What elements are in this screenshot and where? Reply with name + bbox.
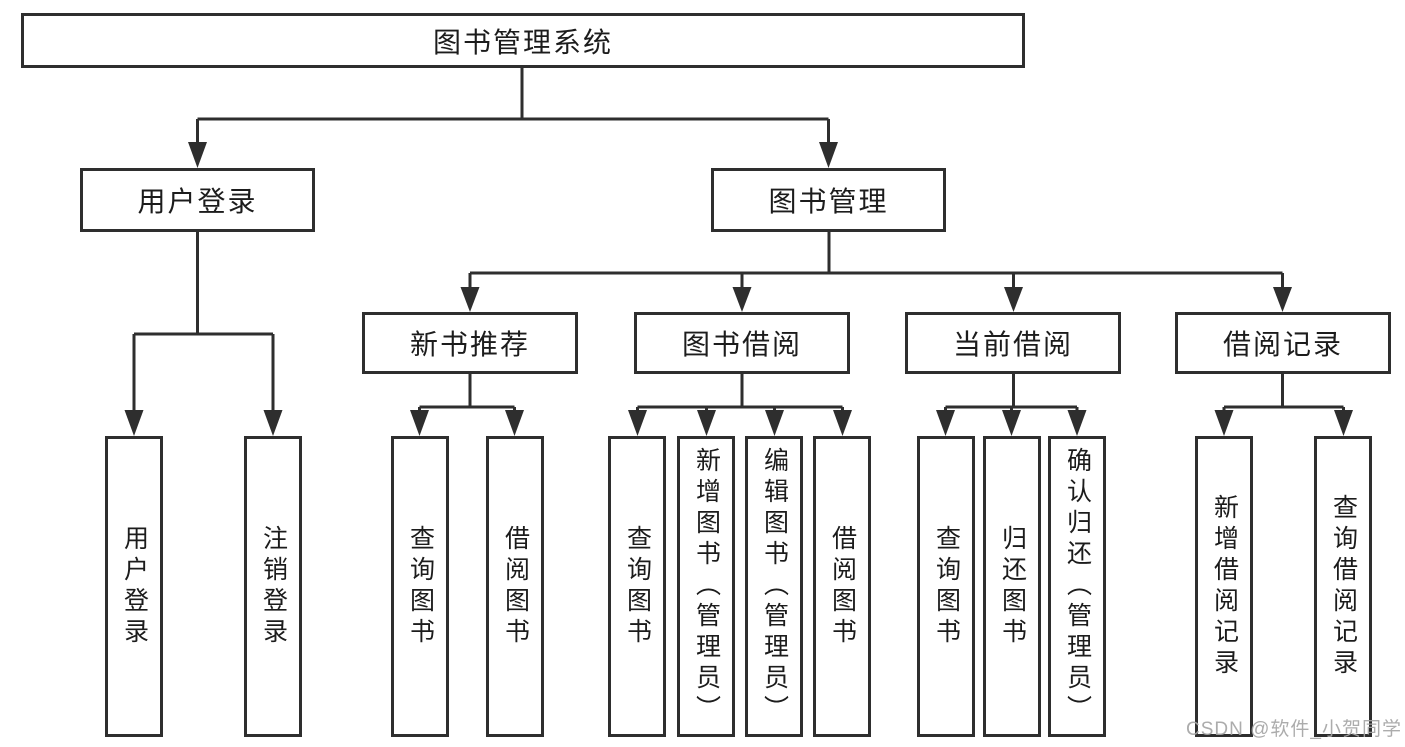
leaf-query-books-current: 查询图书 <box>917 436 975 737</box>
recommend-connectors <box>418 374 516 412</box>
node-label: 借阅记录 <box>1222 329 1343 360</box>
user-login-connectors <box>132 232 275 412</box>
node-user-login: 用户登录 <box>80 168 315 232</box>
leaf-label: 编辑图书（管理员） <box>760 447 789 726</box>
node-label: 图书管理系统 <box>432 26 613 58</box>
leaf-label: 确认归还（管理员） <box>1063 447 1092 726</box>
leaf-label: 借阅图书 <box>501 524 530 649</box>
leaf-label: 用户登录 <box>120 524 149 649</box>
leaf-label: 借阅图书 <box>828 524 857 649</box>
node-label: 用户登录 <box>137 186 258 217</box>
csdn-watermark: CSDN @软件_小贺同学 <box>1186 719 1402 740</box>
leaf-edit-books-admin: 编辑图书（管理员） <box>745 436 803 737</box>
node-book-borrowing: 图书借阅 <box>634 312 850 374</box>
leaf-confirm-return-admin: 确认归还（管理员） <box>1048 436 1106 737</box>
node-new-book-recommendation: 新书推荐 <box>362 312 578 374</box>
leaf-borrow-books-recommend: 借阅图书 <box>486 436 544 737</box>
borrowing-connectors <box>636 374 844 412</box>
book-management-connectors <box>468 232 1284 289</box>
current-borrow-connectors <box>944 374 1079 412</box>
borrowing-arrowheads <box>628 410 852 436</box>
user-login-arrowheads <box>124 410 283 436</box>
leaf-query-borrow-record: 查询借阅记录 <box>1314 436 1372 737</box>
leaf-add-books-admin: 新增图书（管理员） <box>677 436 735 737</box>
leaf-logout: 注销登录 <box>244 436 302 737</box>
book-management-arrowheads <box>460 287 1292 312</box>
leaf-label: 归还图书 <box>998 524 1027 649</box>
leaf-label: 查询图书 <box>623 524 652 649</box>
leaf-user-login: 用户登录 <box>105 436 163 737</box>
leaf-label: 注销登录 <box>259 524 288 649</box>
node-borrowing-records: 借阅记录 <box>1175 312 1391 374</box>
node-library-management-system: 图书管理系统 <box>21 13 1025 68</box>
leaf-label: 查询借阅记录 <box>1329 493 1358 680</box>
leaf-return-books: 归还图书 <box>983 436 1041 737</box>
recommend-arrowheads <box>410 410 524 436</box>
records-connectors <box>1222 374 1345 412</box>
leaf-query-books-borrowing: 查询图书 <box>608 436 666 737</box>
level1-connectors <box>196 68 830 144</box>
node-label: 当前借阅 <box>952 329 1073 360</box>
leaf-label: 新增借阅记录 <box>1210 493 1239 680</box>
leaf-label: 查询图书 <box>932 524 961 649</box>
node-label: 图书借阅 <box>681 329 802 360</box>
leaf-label: 查询图书 <box>406 524 435 649</box>
leaf-add-borrow-record: 新增借阅记录 <box>1195 436 1253 737</box>
current-borrow-arrowheads <box>936 410 1087 436</box>
node-label: 图书管理 <box>768 186 889 217</box>
leaf-label: 新增图书（管理员） <box>692 447 721 726</box>
records-arrowheads <box>1214 410 1353 436</box>
leaf-query-books-recommend: 查询图书 <box>391 436 449 737</box>
node-current-borrowing: 当前借阅 <box>905 312 1121 374</box>
node-label: 新书推荐 <box>409 329 530 360</box>
leaf-borrow-books-borrowing: 借阅图书 <box>813 436 871 737</box>
node-book-management: 图书管理 <box>711 168 946 232</box>
level1-arrowheads <box>188 142 838 168</box>
